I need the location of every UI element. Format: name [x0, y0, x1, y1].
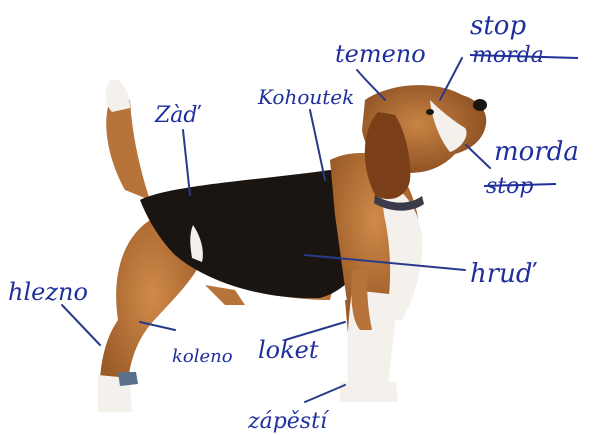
label-hrud: hruď: [470, 259, 538, 289]
dog-eye: [426, 109, 434, 115]
leader-zapesti: [305, 385, 345, 402]
label-zapesti: zápěstí: [247, 409, 330, 434]
leader-morda: [466, 145, 490, 168]
leader-temeno: [357, 70, 385, 100]
dog-front-paw: [340, 382, 398, 402]
dog-tail-tip: [106, 80, 130, 112]
label-stop: stop: [470, 11, 526, 41]
label-loket: loket: [258, 336, 319, 364]
label-hlezno: hlezno: [8, 278, 88, 306]
label-kohoutek: Kohoutek: [257, 85, 354, 109]
leader-hlezno: [62, 305, 100, 345]
leader-kohoutek: [310, 110, 325, 180]
label-temeno: temeno: [335, 40, 426, 68]
label-morda: morda: [494, 137, 579, 167]
label-zad: Zàď: [154, 103, 201, 128]
leader-zad: [183, 130, 190, 195]
label-koleno: koleno: [172, 346, 233, 367]
dog-rear-paw-shadow: [118, 372, 138, 386]
dog-nose: [473, 99, 487, 111]
dog-far-elbow: [205, 285, 245, 305]
